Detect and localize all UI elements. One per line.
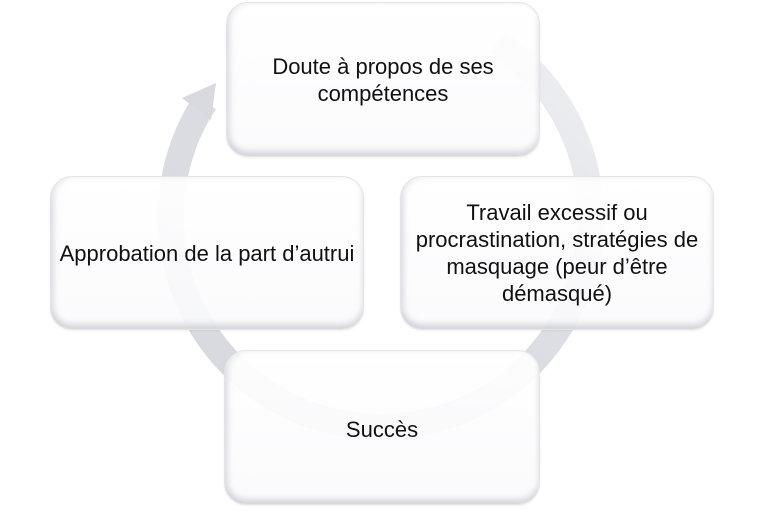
cycle-step-doubt: Doute à propos de ses compétences [226, 2, 540, 157]
cycle-step-success: Succès [224, 350, 540, 505]
cycle-step-approval: Approbation de la part d’autrui [50, 176, 364, 330]
step-label: Doute à propos de ses compétences [272, 53, 494, 106]
step-label: Succès [345, 417, 419, 442]
step-label: Approbation de la part d’autrui [59, 240, 355, 266]
cycle-step-overwork: Travail excessif ou procrastination, str… [400, 176, 714, 330]
step-label: Travail excessif ou procrastination, str… [415, 200, 699, 306]
